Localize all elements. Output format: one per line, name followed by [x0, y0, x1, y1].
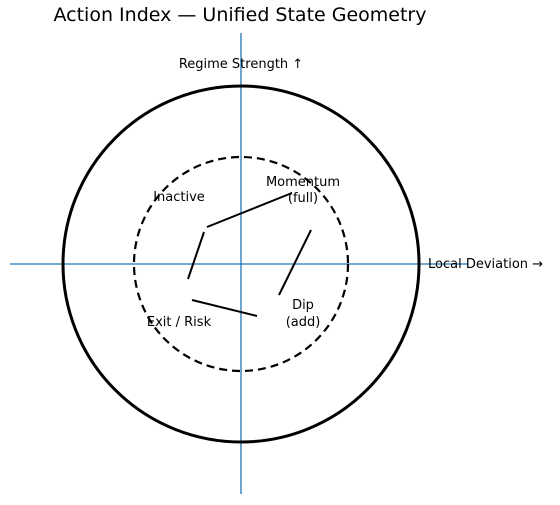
diagram-title: Action Index — Unified State Geometry: [53, 4, 427, 26]
region-dip-sublabel: (add): [286, 315, 321, 330]
region-dip-label: Dip: [292, 298, 314, 313]
inner-dashed-circle: [132, 155, 350, 373]
region-exit-label: Exit / Risk: [147, 315, 212, 330]
region-momentum-label: Momentum: [266, 175, 340, 190]
momentum-to-dip-segment: [278, 229, 312, 296]
region-inactive-label: Inactive: [153, 190, 205, 205]
region-momentum-sublabel: (full): [288, 191, 318, 206]
outer-boundary-circle: [61, 84, 421, 444]
inactive-to-momentum-segment: [206, 192, 293, 228]
exit-to-inactive-segment: [187, 231, 205, 280]
vertical-axis-label: Regime Strength ↑: [179, 57, 303, 72]
dip-to-exit-segment: [191, 299, 258, 317]
horizontal-axis-label: Local Deviation →: [428, 257, 543, 272]
